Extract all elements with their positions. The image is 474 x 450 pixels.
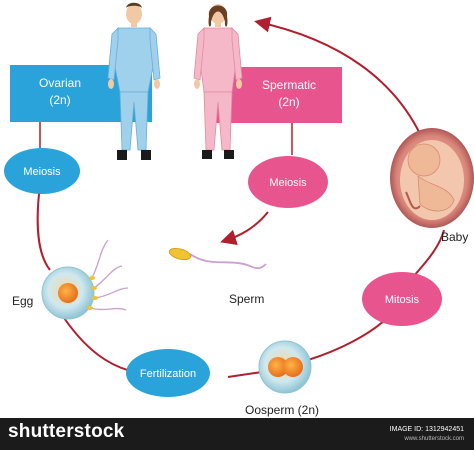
cycle-line-left bbox=[36, 184, 51, 271]
meiosis-left-label: Meiosis bbox=[23, 166, 61, 178]
female-figure-icon bbox=[193, 4, 243, 159]
meiosis-right-label: Meiosis bbox=[269, 177, 307, 189]
watermark-site: www.shutterstock.com bbox=[404, 436, 464, 442]
spermatic-label: Spermatic bbox=[262, 78, 316, 92]
spermatic-ploidy: (2n) bbox=[278, 95, 299, 109]
cycle-line-bottom bbox=[227, 371, 263, 378]
arrow-meiosis-to-sperm bbox=[220, 211, 269, 246]
cycle-line-bottom-left bbox=[59, 311, 141, 374]
cycle-arrow-top bbox=[254, 16, 423, 139]
male-figure-icon bbox=[107, 2, 161, 160]
egg-label: Egg bbox=[12, 294, 33, 308]
meiosis-right-node bbox=[248, 156, 328, 208]
watermark-image-id: IMAGE ID: 1312942451 bbox=[389, 426, 464, 433]
fertilization-node bbox=[126, 349, 210, 397]
mitosis-node bbox=[362, 272, 442, 326]
cycle-line-bottom-right bbox=[307, 319, 386, 361]
mitosis-label: Mitosis bbox=[385, 294, 420, 306]
egg-icon bbox=[41, 239, 129, 320]
cycle-line-right bbox=[411, 229, 445, 279]
baby-label: Baby bbox=[441, 230, 468, 244]
watermark-brand: shutterstock bbox=[8, 421, 125, 442]
watermark-footer: shutterstock IMAGE ID: 1312942451 www.sh… bbox=[0, 418, 474, 450]
sperm-icon bbox=[168, 247, 267, 270]
fetus-icon bbox=[390, 128, 474, 228]
sperm-label: Sperm bbox=[229, 292, 264, 306]
fertilization-label: Fertilization bbox=[140, 368, 196, 380]
oosperm-label: Oosperm (2n) bbox=[245, 403, 319, 417]
meiosis-left-node bbox=[4, 148, 80, 194]
ovarian-label: Ovarian bbox=[39, 76, 81, 90]
oosperm-icon bbox=[258, 340, 312, 394]
ovarian-ploidy: (2n) bbox=[49, 93, 70, 107]
